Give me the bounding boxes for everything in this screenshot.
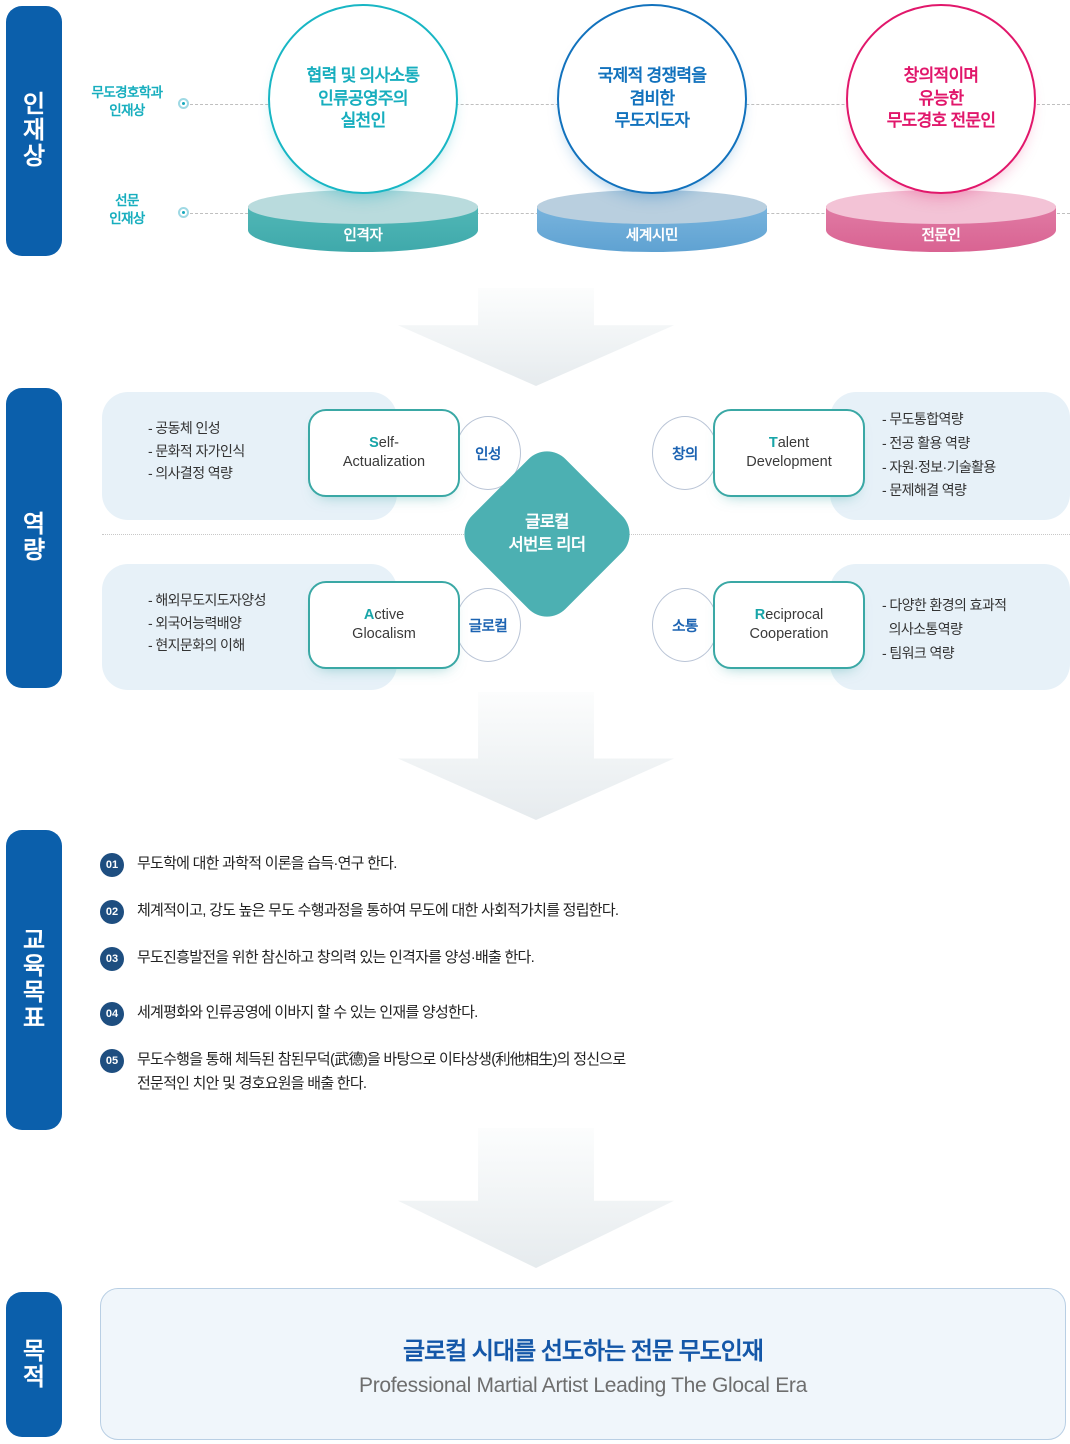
list-item: - 문제해결 역량 [882, 482, 967, 499]
competency-section: - 공동체 인성 - 문화적 자가인식 - 의사결정 역량 - 무도통합역량 -… [0, 378, 1070, 690]
card-remaining-text: alent Development [746, 434, 832, 470]
label-university-talent: 선문 인재상 [109, 193, 145, 227]
section-tab-talent-label: 인재상 [22, 91, 46, 170]
goal-number-badge: 05 [100, 1049, 124, 1073]
goal-item-04: 04 세계평화와 인류공영에 이바지 할 수 있는 인재를 양성한다. [100, 1001, 478, 1026]
pillar-base-label-1: 인격자 [343, 228, 383, 244]
competency-detail-panel-2: - 무도통합역량 - 전공 활용 역량 - 자원·정보·기술활용 - 문제해결 … [830, 392, 1070, 520]
competency-card-reciprocal-cooperation: Reciprocal Cooperation [713, 581, 865, 669]
goal-text: 무도학에 대한 과학적 이론을 습득·연구 한다. [137, 855, 397, 872]
pillar-cylinder-2: 세계시민 [537, 190, 767, 262]
goal-text: 세계평화와 인류공영에 이바지 할 수 있는 인재를 양성한다. [137, 1004, 478, 1021]
pillar-cylinder-3: 전문인 [826, 190, 1056, 262]
goal-number-badge: 02 [100, 900, 124, 924]
card-remaining-text: eciprocal Cooperation [749, 606, 829, 642]
pillar-bubble-3: 창의적이며 유능한 무도경호 전문인 [846, 4, 1036, 194]
card-initial-letter: R [754, 606, 766, 623]
goal-number-badge: 01 [100, 853, 124, 877]
goals-section: 01 무도학에 대한 과학적 이론을 습득·연구 한다. 02 체계적이고, 강… [0, 840, 1070, 1125]
talent-section: 무도경호학과 인재상 선문 인재상 인격자 협력 및 의사소통 인류공영주의 실… [0, 0, 1070, 290]
purpose-english-text: Professional Martial Artist Leading The … [358, 1373, 807, 1397]
pillar-bubble-2: 국제적 경쟁력을 겸비한 무도지도자 [557, 4, 747, 194]
card-remaining-text: ctive Glocalism [352, 606, 416, 642]
competency-detail-list-2: - 무도통합역량 - 전공 활용 역량 - 자원·정보·기술활용 - 문제해결 … [882, 408, 1070, 503]
list-item: - 현지문화의 이해 [148, 637, 245, 654]
list-item: - 의사결정 역량 [148, 465, 233, 482]
competency-circle-changui: 창의 [652, 416, 718, 490]
goal-text: 체계적이고, 강도 높은 무도 수행과정을 통하여 무도에 대한 사회적가치를 … [137, 902, 619, 919]
card-initial-letter: T [768, 434, 778, 451]
competency-detail-list-4: - 다양한 환경의 효과적 의사소통역량 - 팀워크 역량 [882, 594, 1070, 665]
goal-item-05: 05 무도수행을 통해 체득된 참된무덕(武德)을 바탕으로 이타상생(利他相生… [100, 1048, 626, 1095]
competency-center-label: 글로컬 서번트 리더 [508, 512, 586, 554]
list-item: - 팀워크 역량 [882, 644, 955, 661]
card-remaining-text: elf- Actualization [342, 434, 426, 470]
purpose-box: 글로컬 시대를 선도하는 전문 무도인재 Professional Martia… [100, 1288, 1066, 1440]
competency-detail-list-1: - 공동체 인성 - 문화적 자가인식 - 의사결정 역량 [148, 417, 397, 485]
competency-detail-panel-4: - 다양한 환경의 효과적 의사소통역량 - 팀워크 역량 [830, 564, 1070, 690]
purpose-korean-text: 글로컬 시대를 선도하는 전문 무도인재 [403, 1337, 764, 1365]
list-item: - 전공 활용 역량 [882, 434, 970, 451]
pillar-base-label-3: 전문인 [921, 228, 961, 244]
pillar-cylinder-top-2 [537, 190, 767, 224]
section-tab-talent: 인재상 [6, 6, 62, 256]
goal-item-01: 01 무도학에 대한 과학적 이론을 습득·연구 한다. [100, 852, 397, 877]
card-initial-letter: A [363, 606, 375, 623]
purpose-section: 글로컬 시대를 선도하는 전문 무도인재 Professional Martia… [0, 1288, 1070, 1444]
goal-number-badge: 03 [100, 947, 124, 971]
section-tab-purpose: 목적 [6, 1292, 62, 1437]
competency-card-talent-development: Talent Development [713, 409, 865, 497]
list-item: - 자원·정보·기술활용 [882, 458, 996, 475]
pillar-cylinder-1: 인격자 [248, 190, 478, 262]
competency-detail-list-3: - 해외무도지도자양성 - 외국어능력배양 - 현지문화의 이해 [148, 589, 397, 657]
goal-number-badge: 04 [100, 1002, 124, 1026]
list-item: - 다양한 환경의 효과적 [882, 597, 1007, 613]
goal-text: 무도진흥발전을 위한 참신하고 창의력 있는 인격자를 양성·배출 한다. [137, 949, 535, 966]
section-tab-purpose-label: 목적 [22, 1337, 46, 1391]
competency-card-self-actualization: Self- Actualization [308, 409, 460, 497]
bullet-marker-icon-univ [178, 207, 189, 218]
pillar-bubble-1: 협력 및 의사소통 인류공영주의 실천인 [268, 4, 458, 194]
down-arrow-icon-2 [398, 692, 674, 820]
section-tab-competency: 역량 [6, 388, 62, 688]
competency-circle-insung: 인성 [455, 416, 521, 490]
list-item: - 해외무도지도자양성 [148, 592, 266, 608]
pillar-cylinder-top-1 [248, 190, 478, 224]
competency-circle-sotong: 소통 [652, 588, 718, 662]
down-arrow-icon-3 [398, 1128, 674, 1268]
down-arrow-icon-1 [398, 288, 674, 386]
list-item: 의사소통역량 [882, 620, 963, 637]
bullet-marker-icon-dept [178, 98, 189, 109]
section-tab-goals-label: 교육목표 [22, 927, 46, 1032]
pillar-base-label-2: 세계시민 [625, 228, 679, 244]
goal-item-02: 02 체계적이고, 강도 높은 무도 수행과정을 통하여 무도에 대한 사회적가… [100, 899, 619, 924]
goal-item-03: 03 무도진흥발전을 위한 참신하고 창의력 있는 인격자를 양성·배출 한다. [100, 946, 535, 971]
section-tab-competency-label: 역량 [22, 511, 46, 564]
goal-text: 무도수행을 통해 체득된 참된무덕(武德)을 바탕으로 이타상생(利他相生)의 … [137, 1051, 626, 1092]
list-item: - 공동체 인성 [148, 420, 221, 436]
section-tab-goals: 교육목표 [6, 830, 62, 1130]
list-item: - 문화적 자가인식 [148, 442, 245, 459]
pillar-cylinder-top-3 [826, 190, 1056, 224]
card-initial-letter: S [369, 434, 379, 451]
competency-card-active-glocalism: Active Glocalism [308, 581, 460, 669]
competency-circle-glocal: 글로컬 [455, 588, 521, 662]
list-item: - 외국어능력배양 [148, 614, 242, 631]
list-item: - 무도통합역량 [882, 411, 964, 427]
label-department-talent: 무도경호학과 인재상 [91, 85, 164, 119]
